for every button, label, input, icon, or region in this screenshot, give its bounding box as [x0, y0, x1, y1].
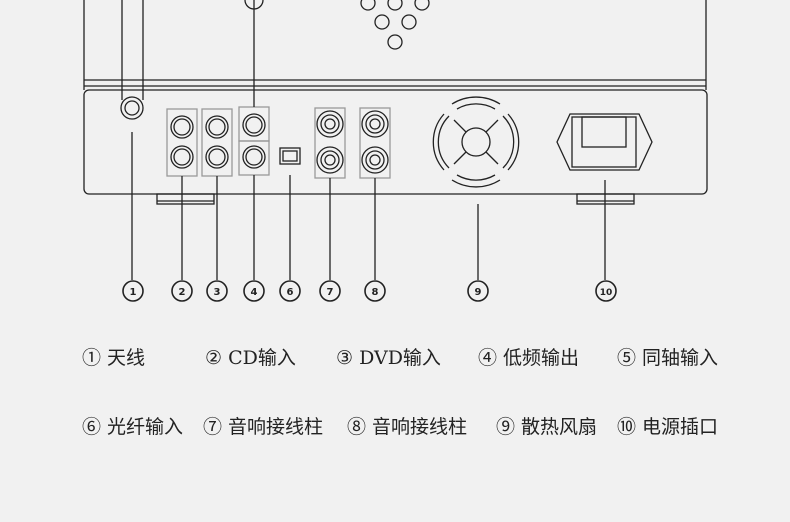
- callout-2: 2: [171, 280, 193, 302]
- legend-item-cooling-fan: ⑨ 散热风扇: [496, 416, 598, 438]
- cd-input-jacks: [166, 108, 198, 177]
- callout-4-label: 4: [251, 287, 258, 298]
- legend-item-cd-input: ② CD输入: [205, 347, 296, 369]
- legend-row-2: ⑥ 光纤输入 ⑦ 音响接线柱 ⑧ 音响接线柱 ⑨ 散热风扇 ⑩ 电源插口: [0, 412, 790, 442]
- callout-10: 10: [595, 280, 617, 302]
- rear-panel: [83, 89, 708, 195]
- chassis-top: [83, 0, 707, 90]
- legend-item-speaker-terminals-8: ⑧ 音响接线柱: [347, 416, 468, 438]
- callout-10-label: 10: [600, 288, 613, 298]
- legend-item-power-socket: ⑩ 电源插口: [617, 416, 719, 438]
- subwoofer-coaxial-jacks: [238, 0, 270, 176]
- callout-markers: 1 2 3 4 6 7 8 9 10: [122, 280, 617, 302]
- callout-8-label: 8: [372, 287, 379, 298]
- optical-input-port: [279, 147, 301, 165]
- callout-2-label: 2: [179, 287, 186, 298]
- callout-4: 4: [243, 280, 265, 302]
- legend-item-antenna: ① 天线: [82, 347, 146, 369]
- legend-item-coaxial-input: ⑤ 同轴输入: [617, 347, 719, 369]
- callout-9: 9: [467, 280, 489, 302]
- callout-8: 8: [364, 280, 386, 302]
- feet: [156, 193, 635, 205]
- callout-9-label: 9: [475, 287, 482, 298]
- antenna: [120, 0, 144, 120]
- callout-3-label: 3: [214, 287, 221, 298]
- speaker-terminals-7: [314, 107, 346, 179]
- device-rear-panel-diagram: 1 2 3 4 6 7 8 9 10: [83, 0, 708, 302]
- legend-item-subwoofer-output: ④ 低频输出: [478, 347, 580, 369]
- speaker-terminals-8: [359, 107, 391, 179]
- callout-1: 1: [122, 280, 144, 302]
- dvd-input-jacks: [201, 108, 233, 177]
- callout-1-label: 1: [130, 287, 137, 298]
- callout-7-label: 7: [327, 287, 334, 298]
- legend-item-dvd-input: ③ DVD输入: [336, 347, 441, 369]
- leader-lines: [131, 132, 606, 280]
- callout-7: 7: [319, 280, 341, 302]
- legend-item-optical-input: ⑥ 光纤输入: [82, 416, 184, 438]
- callout-3: 3: [206, 280, 228, 302]
- vent-holes: [360, 0, 430, 50]
- cooling-fan: [432, 96, 520, 188]
- legend-item-speaker-terminals-7: ⑦ 音响接线柱: [203, 416, 324, 438]
- callout-6-label: 6: [287, 287, 294, 298]
- callout-6: 6: [279, 280, 301, 302]
- power-socket: [556, 113, 653, 171]
- legend-row-1: ① 天线 ② CD输入 ③ DVD输入 ④ 低频输出 ⑤ 同轴输入: [0, 343, 790, 373]
